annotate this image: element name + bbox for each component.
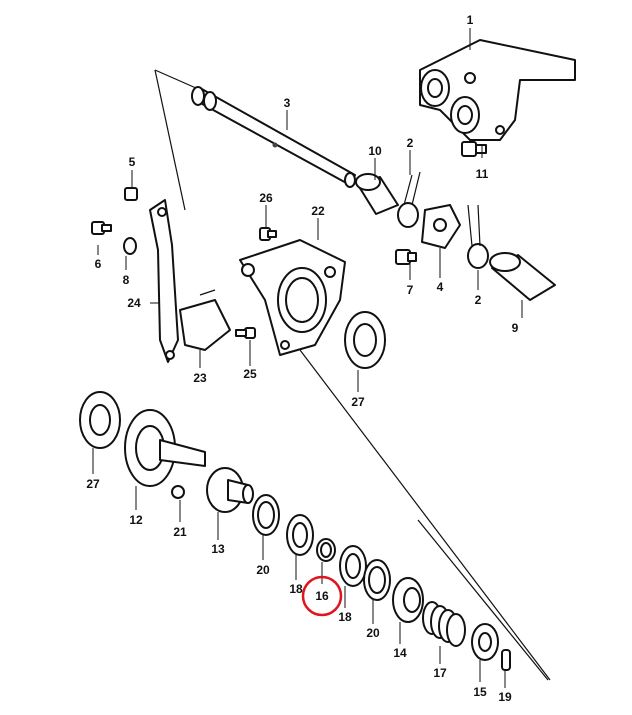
part-18-washer-right xyxy=(339,545,367,587)
part-2-spring-upper xyxy=(397,171,421,228)
part-23-bracket xyxy=(179,289,231,351)
part-21-ball xyxy=(171,485,185,499)
callout-2-upper: 2 xyxy=(407,136,414,150)
callout-2-lower: 2 xyxy=(475,293,482,307)
callout-10: 10 xyxy=(368,144,382,158)
part-27-bearing-upper xyxy=(344,311,386,369)
callout-27-lower: 27 xyxy=(86,477,100,491)
part-24-linkage xyxy=(149,199,179,363)
callout-1: 1 xyxy=(467,13,474,27)
part-20-thrust-bearing-right xyxy=(363,559,391,601)
highlight-circle xyxy=(301,575,343,617)
callout-3: 3 xyxy=(284,96,291,110)
callout-labels: 1 3 10 2 11 5 26 22 6 8 4 7 2 9 24 23 25… xyxy=(86,13,518,704)
part-16-ring xyxy=(316,538,336,562)
part-8-washer xyxy=(123,237,137,255)
part-26-screw xyxy=(259,227,277,241)
callout-14: 14 xyxy=(393,646,407,660)
callout-17: 17 xyxy=(433,666,447,680)
callout-9: 9 xyxy=(512,321,519,335)
part-15-retainer xyxy=(471,623,499,661)
part-17-coil-spring xyxy=(422,601,466,647)
callout-25: 25 xyxy=(243,367,257,381)
part-14-cup-washer xyxy=(392,577,424,623)
callout-23: 23 xyxy=(193,371,207,385)
callout-20-left: 20 xyxy=(256,563,270,577)
part-10-bushing xyxy=(355,173,399,215)
callout-7: 7 xyxy=(407,283,414,297)
part-2-spring-lower xyxy=(467,204,489,269)
callout-18-right: 18 xyxy=(338,610,352,624)
callout-12: 12 xyxy=(129,513,143,527)
assembly-reference-lines xyxy=(154,69,551,681)
callout-8: 8 xyxy=(123,273,130,287)
callout-22: 22 xyxy=(311,204,325,218)
part-5-bolt xyxy=(124,187,138,201)
part-6-bolt xyxy=(91,221,112,235)
callout-26: 26 xyxy=(259,191,273,205)
callout-27-upper: 27 xyxy=(351,395,365,409)
callout-19: 19 xyxy=(498,690,512,704)
callout-15: 15 xyxy=(473,685,487,699)
callout-11: 11 xyxy=(476,167,489,181)
part-27-bearing-lower xyxy=(79,391,121,449)
callout-4: 4 xyxy=(437,280,444,294)
part-7-screw xyxy=(395,249,417,265)
part-11-bolt xyxy=(461,141,487,157)
callout-24: 24 xyxy=(127,296,141,310)
part-4-cam xyxy=(421,204,461,249)
part-3-shaft xyxy=(191,86,356,188)
callout-6: 6 xyxy=(95,257,102,271)
leader-lines xyxy=(92,28,523,688)
callout-18-left: 18 xyxy=(289,582,303,596)
part-1-housing xyxy=(419,39,576,141)
part-20-thrust-bearing-left xyxy=(252,494,280,536)
part-13-collar xyxy=(206,467,254,513)
part-25-screw xyxy=(235,327,256,339)
part-19-pin xyxy=(501,649,511,671)
callout-16: 16 xyxy=(315,589,329,603)
part-22-plate xyxy=(239,239,346,356)
callout-5: 5 xyxy=(129,155,136,169)
callout-13: 13 xyxy=(211,542,225,556)
part-18-washer-left xyxy=(286,514,314,556)
callout-20-right: 20 xyxy=(366,626,380,640)
part-12-gear-shaft xyxy=(124,409,206,487)
callout-21: 21 xyxy=(173,525,187,539)
part-9-sleeve xyxy=(489,252,556,301)
